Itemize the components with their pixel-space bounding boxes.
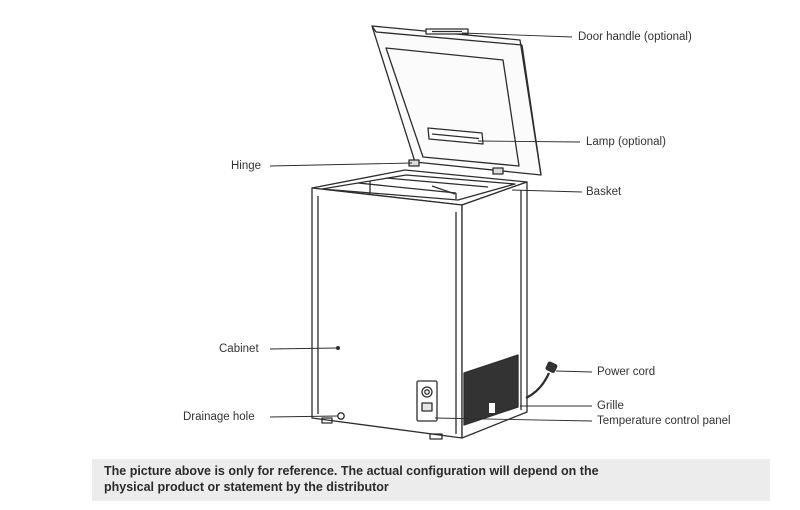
freezer-lid <box>371 25 542 176</box>
leader-basket <box>511 189 583 193</box>
label-cabinet: Cabinet <box>219 343 259 355</box>
reference-note: The picture above is only for reference.… <box>92 459 770 501</box>
basket-shape <box>357 177 489 199</box>
cabinet-feet <box>321 417 443 440</box>
reference-note-line-2: physical product or statement by the dis… <box>104 480 389 494</box>
leader-temperature-control <box>434 417 593 422</box>
leader-lamp <box>477 140 581 143</box>
leader-drainage-hole <box>269 415 339 418</box>
label-drainage-hole: Drainage hole <box>183 411 255 423</box>
label-temperature-control-panel: Temperature control panel <box>597 415 731 427</box>
label-door-handle: Door handle (optional) <box>578 31 692 43</box>
leader-power-cord <box>555 370 593 373</box>
lamp-shape <box>427 127 484 145</box>
hinge-shape <box>408 159 504 175</box>
grille-shape <box>463 354 519 426</box>
label-grille: Grille <box>597 400 624 412</box>
leader-lines <box>269 32 593 422</box>
door-handle-shape <box>425 28 469 35</box>
leader-door-handle <box>461 32 573 38</box>
power-cord-shape <box>525 361 558 399</box>
drainage-hole-shape <box>337 412 345 420</box>
cabinet-marker <box>336 346 340 350</box>
leader-hinge <box>269 162 413 167</box>
control-panel-shape <box>416 380 438 422</box>
label-basket: Basket <box>586 186 622 198</box>
label-power-cord: Power cord <box>597 366 656 378</box>
label-lamp: Lamp (optional) <box>586 136 666 148</box>
leader-cabinet <box>269 347 338 350</box>
reference-note-line-1: The picture above is only for reference.… <box>104 464 599 478</box>
label-hinge: Hinge <box>231 160 262 172</box>
